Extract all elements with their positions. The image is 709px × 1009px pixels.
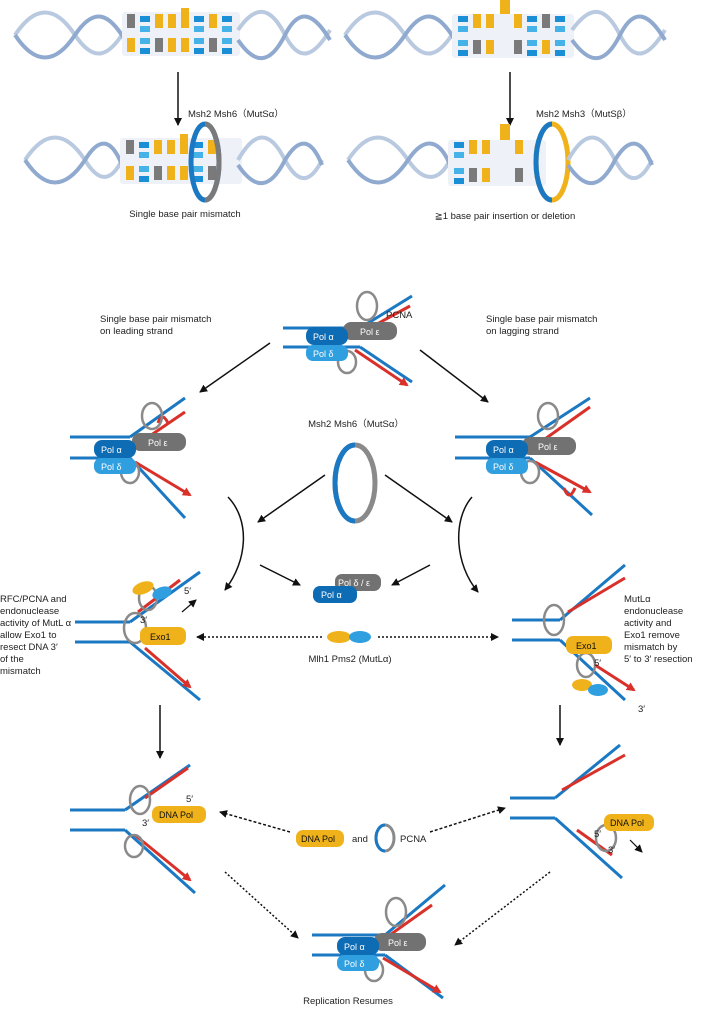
- left-five-prime: 5′: [184, 586, 191, 597]
- pol-delta-label-lagging: Pol δ: [493, 462, 514, 472]
- left-five-prime-2: 5′: [186, 794, 193, 805]
- and-label: and: [352, 834, 368, 845]
- leading-note-line1: Single base pair mismatch: [100, 314, 211, 325]
- top-right-complex-label: Msh2 Msh3（MutSβ）: [536, 108, 632, 120]
- pol-epsilon-label-lagging: Pol ε: [538, 442, 558, 452]
- center-complex-label: Msh2 Msh6（MutSα）: [308, 418, 404, 430]
- dna-pol-label-center: DNA Pol: [301, 834, 335, 844]
- arrow-to-lagging: [419, 349, 489, 403]
- replisome-top: Pol α Pol ε Pol δ: [283, 290, 413, 387]
- replisome-lagging-mismatch: Pol α Pol ε Pol δ: [455, 396, 594, 517]
- right-note-line4: Exo1 remove: [624, 630, 680, 641]
- dna-pol-label-right: DNA Pol: [610, 818, 644, 828]
- lagging-note-line1: Single base pair mismatch: [486, 314, 597, 325]
- right-five-prime: 5′: [594, 658, 601, 669]
- arrow-to-pols-right: [391, 564, 431, 586]
- pol-epsilon-label-top: Pol ε: [360, 327, 380, 337]
- center-mutsalpha-clamp-icon: [332, 442, 378, 524]
- left-note-line6: of the: [0, 654, 24, 665]
- exo1-fork-right: Exo1 5′ 3′: [512, 563, 645, 715]
- dotted-arrow-right-resume: [454, 871, 551, 946]
- left-three-prime: 3′: [140, 615, 147, 626]
- top-right-helix-bound: [346, 121, 654, 203]
- arrow-to-leading: [199, 342, 271, 393]
- left-note-line1: RFC/PCNA and: [0, 594, 67, 605]
- pol-delta-label-final: Pol δ: [344, 959, 365, 969]
- top-left-helix: [13, 8, 332, 61]
- top-left-caption: Single base pair mismatch: [129, 209, 240, 220]
- pol-alpha-label-leading: Pol α: [101, 445, 122, 455]
- top-left-bases: [127, 8, 232, 54]
- curve-arrow-left: [224, 496, 245, 591]
- top-left-complex-label: Msh2 Msh6（MutSα）: [188, 108, 284, 120]
- right-three-prime-2: 3′: [608, 845, 615, 856]
- replisome-leading-mismatch: Pol α Pol ε Pol δ: [70, 396, 192, 520]
- arrow-clamp-left: [257, 474, 326, 523]
- top-right-bases: [458, 0, 565, 56]
- replication-resumes-label: Replication Resumes: [303, 996, 393, 1007]
- pcna-legend-label: PCNA: [400, 834, 427, 845]
- curve-arrow-right: [457, 496, 479, 593]
- pcna-label: PCNA: [386, 310, 413, 321]
- exo1-label-left: Exo1: [150, 632, 171, 642]
- pol-alpha-label-final: Pol α: [344, 942, 365, 952]
- right-three-prime: 3′: [638, 704, 645, 715]
- dna-pol-fork-left: DNA Pol 5′ 3′: [70, 763, 206, 895]
- right-five-prime-2: 5′: [594, 829, 601, 840]
- left-note-line5: resect DNA 3′: [0, 642, 58, 653]
- right-note-line2: endonuclease: [624, 606, 683, 617]
- dna-pol-label-left: DNA Pol: [159, 810, 193, 820]
- right-note-line3: activity and: [624, 618, 672, 629]
- dashed-arrow-to-right-fork: [429, 806, 506, 833]
- pol-delta-label-leading: Pol δ: [101, 462, 122, 472]
- released-polymerases: Pol δ / ε Pol α: [313, 574, 381, 603]
- dna-pol-and-pcna-legend: DNA Pol and PCNA: [296, 823, 427, 853]
- top-right-helix: [343, 0, 667, 61]
- right-note-line1: MutLα: [624, 594, 651, 605]
- pol-epsilon-label-final: Pol ε: [388, 938, 408, 948]
- right-note-line5: mismatch by: [624, 642, 678, 653]
- leading-note-line2: on leading strand: [100, 326, 173, 337]
- pol-alpha-label-lagging: Pol α: [493, 445, 514, 455]
- pol-epsilon-label-leading: Pol ε: [148, 438, 168, 448]
- dotted-arrow-left-resume: [224, 871, 299, 939]
- left-note-line4: allow Exo1 to: [0, 630, 57, 641]
- left-note-line2: endonuclease: [0, 606, 59, 617]
- left-three-prime-2: 3′: [142, 818, 149, 829]
- dashed-arrow-to-left-fork: [219, 810, 291, 833]
- pol-alpha-label-center: Pol α: [321, 590, 342, 600]
- pol-alpha-label-top: Pol α: [313, 332, 334, 342]
- exo1-label-right: Exo1: [576, 641, 597, 651]
- exo1-fork-left: Exo1 3′ 5′: [75, 570, 201, 702]
- mutlalpha-label: Mlh1 Pms2 (MutLα): [308, 654, 391, 665]
- replisome-resumed: Pol α Pol ε Pol δ: [312, 883, 446, 1000]
- top-right-caption: ≧1 base pair insertion or deletion: [435, 211, 576, 222]
- left-note-line7: mismatch: [0, 666, 41, 677]
- dna-pol-fork-right: DNA Pol 5′ 3′: [510, 743, 654, 880]
- right-note-line6: 5′ to 3′ resection: [624, 654, 693, 665]
- pol-delta-epsilon-label: Pol δ / ε: [338, 578, 370, 588]
- arrow-to-pols-left: [259, 564, 301, 586]
- pol-delta-label-top: Pol δ: [313, 349, 334, 359]
- arrow-clamp-right: [384, 474, 453, 523]
- top-left-helix-bound: [23, 121, 324, 203]
- left-note-line3: activity of MutL α: [0, 618, 72, 629]
- lagging-note-line2: on lagging strand: [486, 326, 559, 337]
- mutlalpha-icon: [327, 631, 371, 643]
